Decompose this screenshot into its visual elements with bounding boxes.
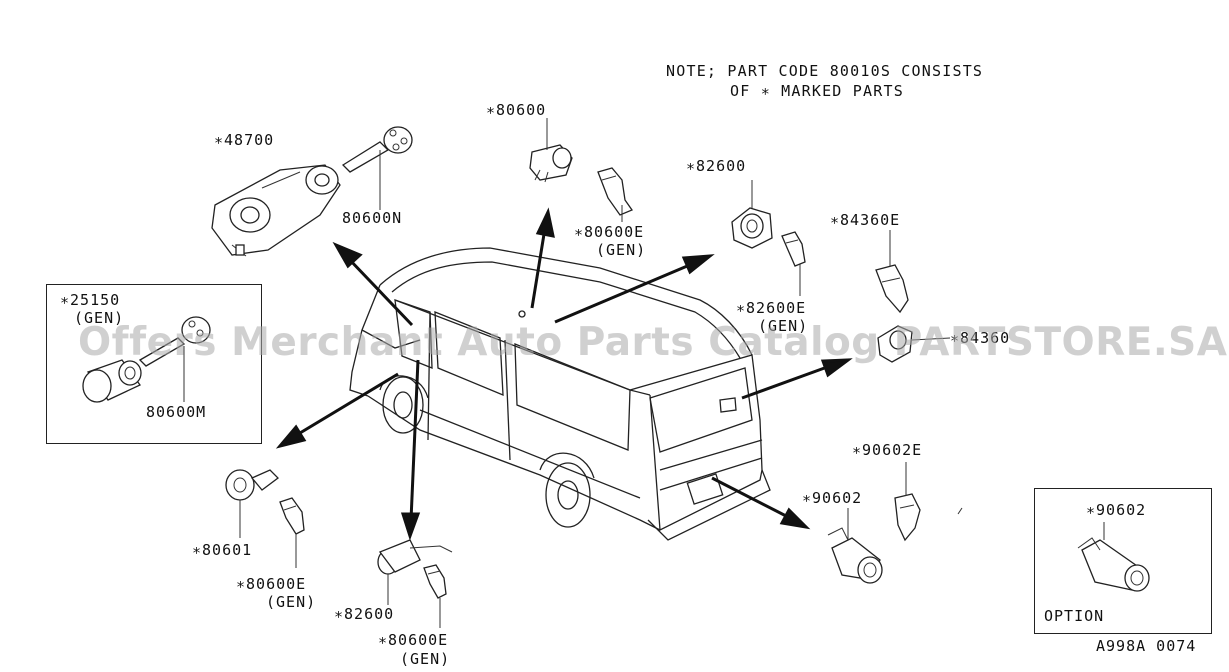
label-gen-left: (GEN): [266, 593, 317, 611]
label-gen-top: (GEN): [596, 241, 647, 259]
part-90602E-illustration: [894, 462, 921, 542]
part-80600E-bottom-illustration: [423, 564, 447, 628]
label-90602E: ∗90602E: [852, 441, 923, 459]
label-80600N: 80600N: [342, 209, 403, 227]
inset-box-25150: [46, 284, 262, 444]
label-25150: ∗25150: [60, 291, 121, 309]
label-90602: ∗90602: [802, 489, 863, 507]
part-82600E-illustration: [781, 231, 806, 296]
part-82600-top-illustration: [731, 180, 773, 249]
label-82600-bottom: ∗82600: [334, 605, 395, 623]
part-25150-illustration: [82, 316, 211, 403]
label-80601: ∗80601: [192, 541, 253, 559]
part-48700-illustration: [211, 164, 341, 257]
label-84360E: ∗84360E: [830, 211, 901, 229]
part-80600E-left-illustration: [279, 497, 305, 568]
label-82600-top: ∗82600: [686, 157, 747, 175]
part-84360-illustration: [877, 325, 951, 363]
note-line-2: OF ∗ MARKED PARTS: [730, 82, 904, 100]
label-80600E-bottom: ∗80600E: [378, 631, 449, 649]
label-gen-25150: (GEN): [74, 309, 125, 327]
part-84360E-illustration: [875, 230, 909, 314]
note-line-1: NOTE; PART CODE 80010S CONSISTS: [666, 62, 984, 80]
inset-box-option: [1034, 488, 1212, 634]
label-84360: ∗84360: [950, 329, 1011, 347]
part-80600E-top-illustration: [597, 167, 633, 222]
label-48700: ∗48700: [214, 131, 275, 149]
label-80600E-top: ∗80600E: [574, 223, 645, 241]
part-90602-option-illustration: [1077, 522, 1150, 592]
reference-code: A998A 0074: [1096, 637, 1197, 655]
arrows: [275, 207, 853, 541]
label-80600E-left: ∗80600E: [236, 575, 307, 593]
part-80601-illustration: [225, 469, 279, 538]
label-option: OPTION: [1044, 607, 1105, 625]
part-82600-bottom-illustration: [377, 539, 453, 605]
key-80600N-illustration: [341, 126, 413, 210]
label-80600M: 80600M: [146, 403, 207, 421]
label-80600: ∗80600: [486, 101, 547, 119]
label-gen-82600E: (GEN): [758, 317, 809, 335]
label-90602-option: ∗90602: [1086, 501, 1147, 519]
label-82600E: ∗82600E: [736, 299, 807, 317]
part-90602-illustration: [827, 508, 883, 584]
dot-mark: [957, 507, 963, 515]
part-80600-illustration: [529, 118, 573, 183]
label-gen-bottom: (GEN): [400, 650, 451, 668]
